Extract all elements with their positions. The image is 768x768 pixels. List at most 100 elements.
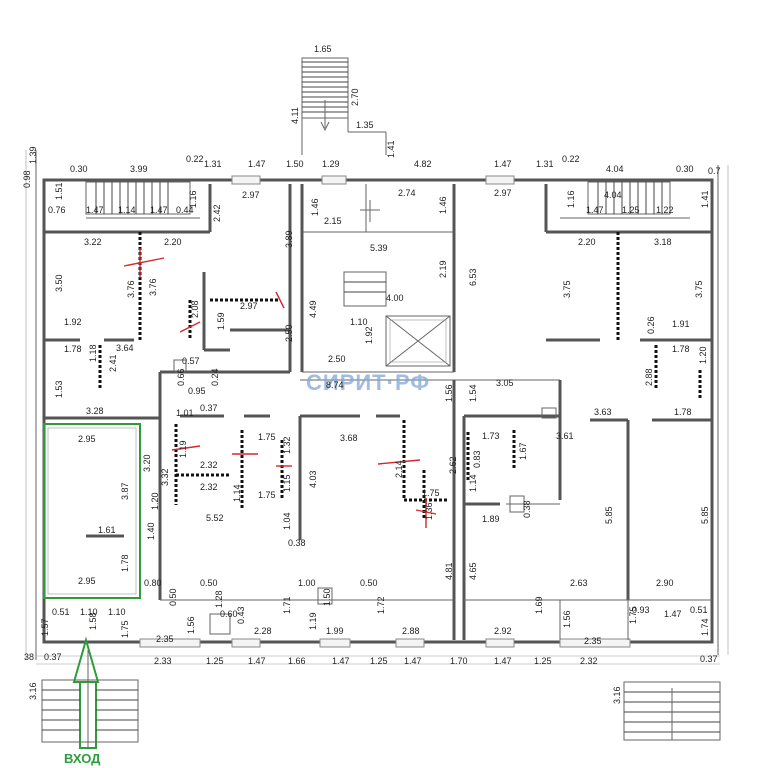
dim: 1.47 — [404, 656, 422, 666]
dim: 5.85 — [700, 506, 710, 524]
dim: 3.68 — [340, 433, 358, 443]
dim: 1.72 — [376, 596, 386, 614]
dim: 1.70 — [450, 656, 468, 666]
dim: 0.51 — [52, 607, 70, 617]
dim: 1.10 — [350, 317, 368, 327]
balcony-left — [85, 181, 200, 219]
dim: 1.46 — [310, 198, 320, 216]
dim: 2.50 — [284, 324, 294, 342]
dim: 1.47 — [86, 205, 104, 215]
dim: 3.50 — [54, 274, 64, 292]
dim: 1.40 — [146, 522, 156, 540]
dim: 0.60 — [220, 609, 238, 619]
dim: 0.24 — [210, 368, 220, 386]
dim: 0.22 — [562, 154, 580, 164]
dim: 3.76 — [148, 278, 158, 296]
dim: 3.87 — [120, 482, 130, 500]
dim: 2.14 — [394, 460, 404, 478]
dim: 2.19 — [438, 260, 448, 278]
dim: 0.37 — [700, 654, 718, 664]
dim: 0.44 — [176, 205, 194, 215]
dim: 2.88 — [644, 368, 654, 386]
dim: 2.88 — [402, 626, 420, 636]
dim: 3.05 — [496, 378, 514, 388]
dim: 1.16 — [188, 190, 198, 208]
dim: 1.04 — [282, 512, 292, 530]
dim: 3.22 — [84, 237, 102, 247]
dim: 0.43 — [236, 606, 246, 624]
dim: 1.75 — [628, 606, 638, 624]
dim: 0.57 — [182, 356, 200, 366]
dim: 1.56 — [444, 384, 454, 402]
dim: 1.22 — [656, 205, 674, 215]
dim: 1.31 — [204, 159, 222, 169]
dim: 4.04 — [606, 164, 624, 174]
interior-walls — [44, 184, 712, 640]
dim: 1.20 — [698, 346, 708, 364]
dim: 8.74 — [326, 380, 344, 390]
dim: 1.39 — [28, 146, 38, 164]
dim: 38 — [24, 652, 34, 662]
dim: 1.18 — [88, 344, 98, 362]
entrance-label: ВХОД — [64, 751, 101, 766]
windows-bottom — [139, 638, 631, 648]
dim: 3.61 — [556, 431, 574, 441]
dim: 0.93 — [632, 605, 650, 615]
dim: 1.92 — [64, 317, 82, 327]
dim: 1.54 — [468, 384, 478, 402]
dim: 0.26 — [646, 316, 656, 334]
dim: 1.10 — [108, 607, 126, 617]
dimensions-horizontal: 1.65 1.35 4.82 0.30 3.99 0.22 1.31 1.47 … — [24, 44, 721, 666]
dim: 3.16 — [612, 686, 622, 704]
dim: 4.03 — [308, 470, 318, 488]
dim: 1.25 — [622, 205, 640, 215]
stair-right-bottom — [623, 681, 721, 741]
dim: 2.63 — [570, 578, 588, 588]
dim: 0.98 — [22, 170, 32, 188]
dim: 2.70 — [350, 88, 360, 106]
dim: 2.95 — [78, 434, 96, 444]
windows-top — [231, 175, 515, 185]
outer-walls — [25, 150, 729, 665]
dim: 3.75 — [694, 280, 704, 298]
dim: 4.65 — [468, 562, 478, 580]
dim: 1.74 — [700, 618, 710, 636]
dim: 3.28 — [86, 406, 104, 416]
dim: 2.32 — [580, 656, 598, 666]
dim: 0.37 — [44, 652, 62, 662]
dim: 3.76 — [126, 280, 136, 298]
dim: 1.47 — [664, 609, 682, 619]
dim: 1.75 — [258, 432, 276, 442]
dim: 0.80 — [144, 578, 162, 588]
dim: 0.51 — [690, 605, 708, 615]
dim: 1.19 — [178, 440, 188, 458]
dim: 1.00 — [298, 578, 316, 588]
dim: 1.78 — [674, 407, 692, 417]
dim: 2.35 — [584, 636, 602, 646]
dim: 3.63 — [594, 407, 612, 417]
dim: 1.47 — [248, 159, 266, 169]
dim: 1.57 — [40, 618, 50, 636]
dim: 1.58 — [88, 612, 98, 630]
dim: 1.32 — [282, 436, 292, 454]
dim: 1.14 — [468, 474, 478, 492]
dim: 1.56 — [562, 610, 572, 628]
dim: 1.78 — [120, 554, 130, 572]
dim: 1.47 — [494, 159, 512, 169]
dim: 0.50 — [168, 588, 178, 606]
dim: 1.78 — [672, 344, 690, 354]
dim: 1.41 — [386, 140, 396, 158]
dim: 1.51 — [54, 182, 64, 200]
dim: 4.04 — [604, 190, 622, 200]
dim: 0.38 — [288, 538, 306, 548]
dim: 0.30 — [676, 164, 694, 174]
dim: 1.46 — [438, 196, 448, 214]
dim: 1.56 — [186, 616, 196, 634]
dim: 4.11 — [290, 107, 300, 124]
dim: 2.74 — [398, 188, 416, 198]
dim: 1.01 — [176, 408, 194, 418]
dim: 5.52 — [206, 513, 224, 523]
dim: 1.15 — [282, 474, 292, 492]
dim: 2.50 — [328, 354, 346, 364]
